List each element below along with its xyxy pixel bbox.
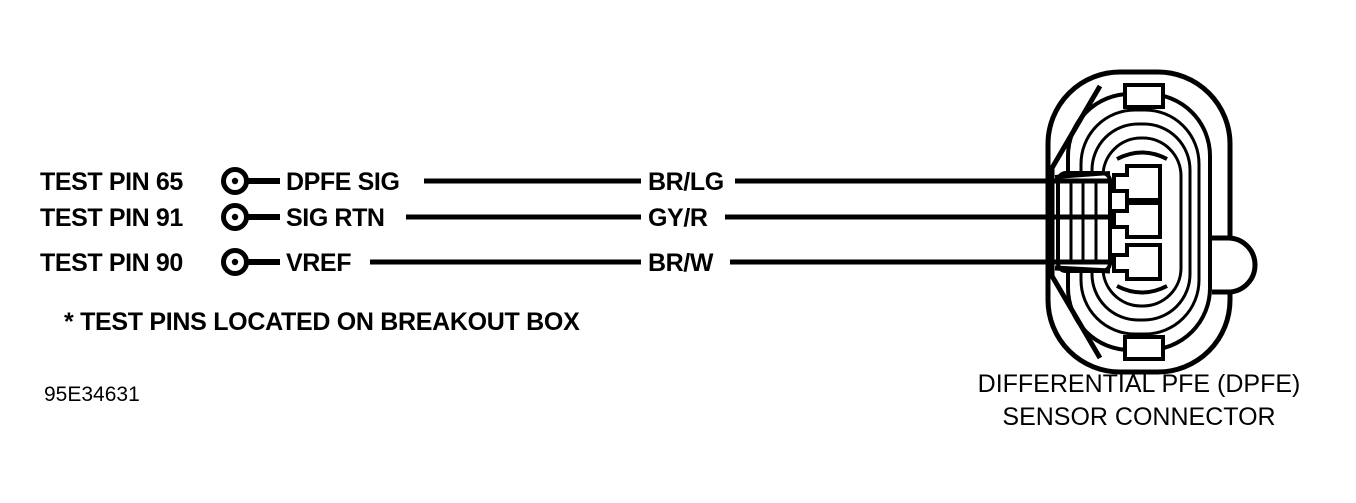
test-pin-symbol-3 — [221, 248, 249, 276]
circuit-row-2 — [221, 203, 1044, 231]
signal-label-3: VREF — [286, 249, 351, 277]
test-pin-label-3: TEST PIN 90 — [40, 249, 183, 277]
wire-fan-top — [1054, 171, 1111, 179]
signal-label-1: DPFE SIG — [286, 168, 400, 196]
terminal-cavity-1 — [1112, 164, 1162, 202]
connector-latch-bump — [1212, 235, 1258, 295]
dpfe-sensor-connector — [1044, 69, 1258, 375]
wire-color-label-2: GY/R — [648, 204, 708, 232]
test-pin-label-1: TEST PIN 65 — [40, 168, 183, 196]
test-pin-symbol-1 — [221, 167, 249, 195]
circuit-row-1 — [221, 167, 1044, 195]
connector-caption-line-2: SENSOR CONNECTOR — [1002, 403, 1275, 431]
wire-color-label-1: BR/LG — [648, 168, 724, 196]
cavity-top-arc — [1116, 150, 1168, 161]
test-pin-label-2: TEST PIN 91 — [40, 204, 183, 232]
signal-label-2: SIG RTN — [286, 204, 385, 232]
connector-bottom-tab — [1123, 335, 1165, 361]
connector-caption-line-1: DIFFERENTIAL PFE (DPFE) — [978, 370, 1301, 398]
circuit-row-3 — [221, 248, 1044, 276]
terminal-cavity-3 — [1112, 243, 1162, 281]
connector-top-tab — [1123, 83, 1165, 109]
wire-color-label-3: BR/W — [648, 249, 714, 277]
figure-id-code: 95E34631 — [44, 383, 140, 406]
test-pin-symbol-2 — [221, 203, 249, 231]
breakout-box-footnote: * TEST PINS LOCATED ON BREAKOUT BOX — [64, 308, 580, 336]
connector-outer-shell — [1045, 69, 1233, 375]
cavity-bottom-arc — [1116, 284, 1168, 295]
wire-fan-bottom — [1054, 265, 1111, 274]
terminal-cavity-2 — [1112, 201, 1162, 239]
